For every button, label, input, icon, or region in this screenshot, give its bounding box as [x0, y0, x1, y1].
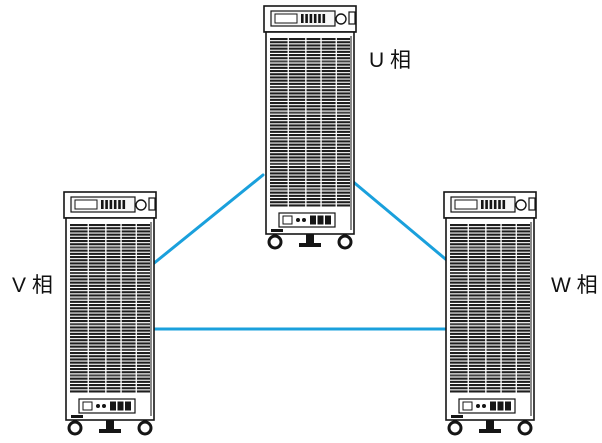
w-phase-label: W 相: [551, 274, 598, 297]
dial-knob: [335, 13, 347, 25]
v-phase-label: V 相: [12, 274, 53, 297]
power-unit-w: [443, 191, 537, 436]
power-unit-v: [63, 191, 157, 436]
power-unit-u: [263, 5, 357, 250]
connection-line-u-w: [349, 178, 451, 264]
caster-right: [337, 234, 353, 250]
leveling-foot: [99, 429, 121, 433]
caster-left: [67, 420, 83, 436]
caster-right: [137, 420, 153, 436]
dial-knob: [135, 199, 147, 211]
dial-knob: [515, 199, 527, 211]
u-phase-label: U 相: [369, 49, 411, 72]
connection-line-u-v: [151, 173, 265, 266]
leveling-foot: [299, 243, 321, 247]
caster-right: [517, 420, 533, 436]
caster-left: [447, 420, 463, 436]
leveling-foot: [479, 429, 501, 433]
caster-left: [267, 234, 283, 250]
